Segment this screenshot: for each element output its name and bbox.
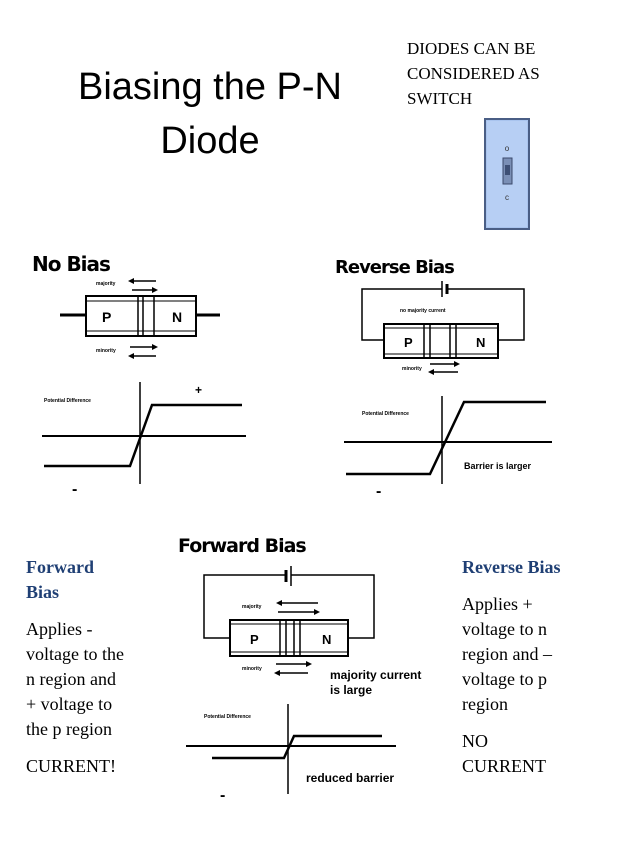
reverse-body-line: region (462, 694, 508, 714)
title-line-1: Biasing the P-N (77, 66, 342, 108)
reverse-body-line: voltage to p (462, 669, 547, 689)
note-line-3: SWITCH (407, 89, 473, 108)
forward-potential-curve (212, 734, 382, 760)
reverse-minority-label: minority (402, 366, 422, 372)
reverse-minus: - (376, 483, 381, 500)
forward-bias-diagram: majority P N minority majority current i… (186, 566, 421, 804)
forward-bias-label: Forward Bias (178, 535, 307, 557)
forward-current-note-2: is large (330, 683, 372, 697)
reverse-result-line-2: CURRENT (462, 756, 547, 776)
reverse-heading: Reverse Bias (462, 557, 561, 577)
forward-body-line: + voltage to (26, 694, 113, 714)
forward-heading-line-1: Forward (26, 557, 94, 577)
no-bias-minority-label: minority (96, 348, 116, 354)
reverse-n: N (476, 335, 485, 350)
reverse-circuit-wire-left (361, 288, 442, 341)
light-switch-icon: o c (484, 118, 530, 230)
forward-majority-label: majority (242, 604, 262, 610)
reverse-p: P (404, 335, 413, 350)
reverse-body-line: Applies + (462, 594, 533, 614)
reverse-bias-text: Reverse Bias Applies + voltage to n regi… (462, 555, 622, 779)
forward-n: N (322, 632, 331, 647)
forward-pn-block (229, 619, 349, 657)
switch-bottom-mark: c (505, 193, 509, 202)
forward-body-line: n region and (26, 669, 116, 689)
forward-body-line: Applies - (26, 619, 93, 639)
switch-note: DIODES CAN BE CONSIDERED AS SWITCH (407, 36, 607, 111)
reverse-circuit-wire-right (447, 288, 525, 341)
forward-graph-label: Potential Difference (204, 714, 251, 720)
switch-top-mark: o (505, 144, 510, 153)
title-line-2: Diode (160, 120, 260, 162)
no-bias-label: No Bias (32, 252, 111, 276)
reverse-bias-diagram: no majority current P N minority Potenti… (344, 281, 552, 500)
forward-result: CURRENT! (26, 756, 116, 776)
reverse-body-line: voltage to n (462, 619, 547, 639)
no-bias-diagram: majority P N minority + Potential Differ… (42, 278, 246, 498)
no-bias-graph-label: Potential Difference (44, 398, 91, 404)
forward-heading-line-2: Bias (26, 582, 60, 602)
forward-p: P (250, 632, 259, 647)
no-bias-n: N (172, 309, 182, 325)
note-line-1: DIODES CAN BE (407, 39, 536, 58)
reverse-body-line: region and – (462, 644, 552, 664)
no-bias-majority-label: majority (96, 281, 116, 287)
slide-title: Biasing the P-N Diode (40, 60, 380, 168)
reverse-barrier-note: Barrier is larger (464, 461, 532, 471)
forward-bias-text: Forward Bias Applies - voltage to the n … (26, 555, 176, 779)
reverse-result-line-1: NO (462, 731, 488, 751)
forward-minus: - (220, 787, 225, 804)
reverse-current-label: no majority current (400, 308, 446, 314)
note-line-2: CONSIDERED AS (407, 64, 540, 83)
forward-body-line: the p region (26, 719, 112, 739)
forward-current-note-1: majority current (330, 668, 421, 682)
no-bias-plus: + (195, 383, 202, 397)
forward-circuit-wire-left (203, 574, 286, 639)
no-bias-pn-block (85, 295, 197, 337)
reverse-graph-label: Potential Difference (362, 411, 409, 417)
reverse-potential-curve (346, 400, 546, 476)
no-bias-potential-curve (44, 403, 242, 468)
forward-barrier-note: reduced barrier (306, 771, 394, 785)
forward-minority-label: minority (242, 666, 262, 672)
no-bias-p: P (102, 309, 111, 325)
reverse-pn-block (383, 323, 499, 359)
forward-circuit-wire-right (291, 574, 375, 639)
reverse-bias-label: Reverse Bias (335, 257, 455, 278)
forward-body-line: voltage to the (26, 644, 124, 664)
no-bias-minus: - (72, 481, 77, 498)
